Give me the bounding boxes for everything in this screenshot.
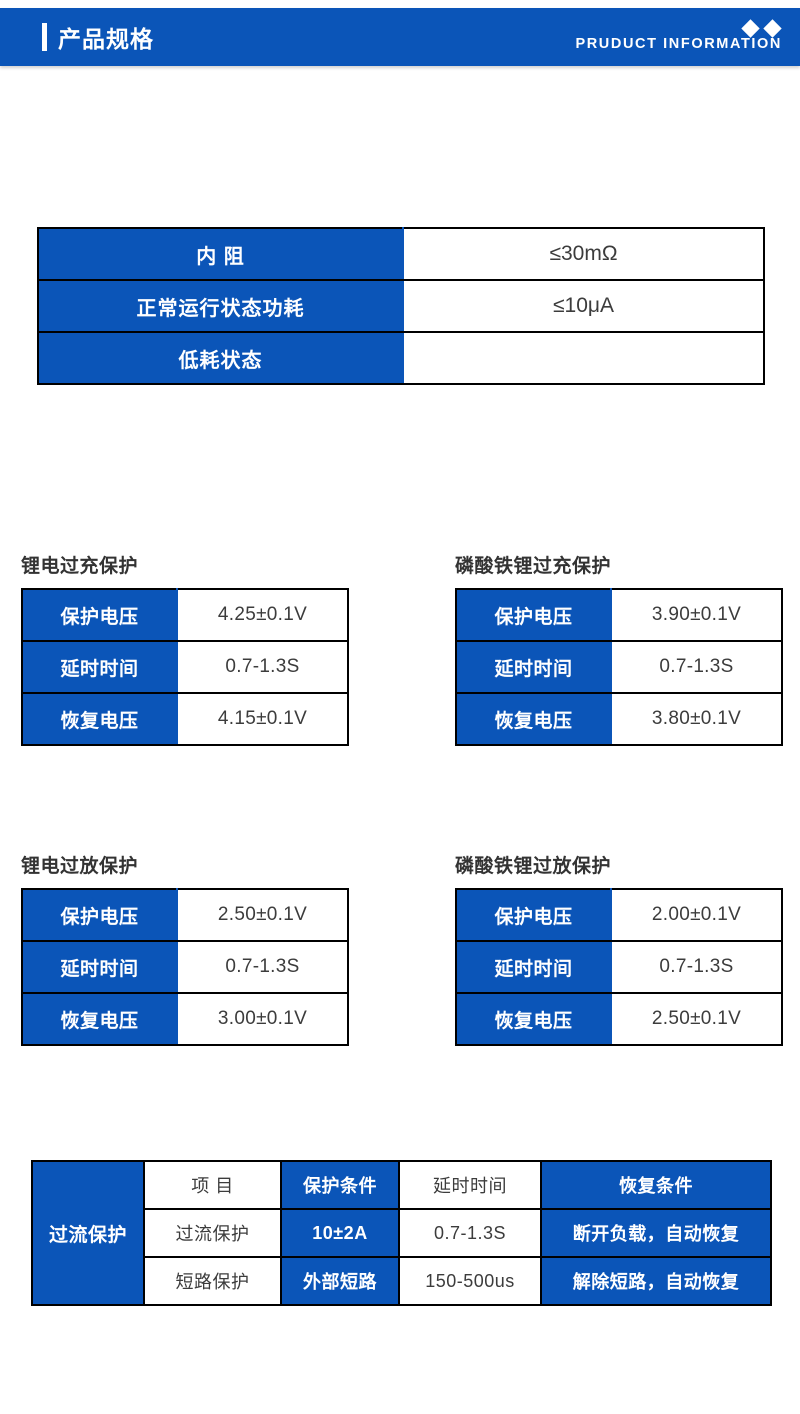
row-label: 恢复电压 xyxy=(21,692,178,746)
page-title: 产品规格 xyxy=(58,26,154,52)
table-row: 保护电压 2.00±0.1V xyxy=(455,888,783,942)
row-label: 保护电压 xyxy=(455,888,612,942)
specs-value: ≤10μA xyxy=(402,279,765,333)
row-label: 延时时间 xyxy=(455,940,612,994)
table-row: 保护电压 3.90±0.1V xyxy=(455,588,783,642)
overcurrent-protection-table: 过流保护 项 目 保护条件 延时时间 恢复条件 过流保护 10±2A 0.7-1… xyxy=(31,1160,772,1306)
column-header-condition: 保护条件 xyxy=(280,1160,400,1210)
table-row: 延时时间 0.7-1.3S xyxy=(21,940,349,994)
table-row: 延时时间 0.7-1.3S xyxy=(455,640,783,694)
cell-delay: 150-500us xyxy=(398,1256,542,1306)
table-row: 内 阻 ≤30mΩ xyxy=(37,227,765,281)
diamond-icon xyxy=(741,19,760,38)
overcharge-lifepo4-table: 保护电压 3.90±0.1V 延时时间 0.7-1.3S 恢复电压 3.80±0… xyxy=(455,588,783,746)
table-row: 恢复电压 3.00±0.1V xyxy=(21,992,349,1046)
row-value: 0.7-1.3S xyxy=(610,640,783,694)
cell-condition: 10±2A xyxy=(280,1208,400,1258)
header-right-group: PRUDUCT INFORMATION xyxy=(575,19,782,52)
row-value: 3.90±0.1V xyxy=(610,588,783,642)
table-row: 低耗状态 xyxy=(37,331,765,385)
specs-label: 低耗状态 xyxy=(37,331,404,385)
row-value: 4.25±0.1V xyxy=(176,588,349,642)
cell-recovery: 解除短路，自动恢复 xyxy=(540,1256,772,1306)
diamond-decoration xyxy=(741,19,782,38)
overcharge-lithium-table: 保护电压 4.25±0.1V 延时时间 0.7-1.3S 恢复电压 4.15±0… xyxy=(21,588,349,746)
table-row: 恢复电压 4.15±0.1V xyxy=(21,692,349,746)
section-title-overcharge-lifepo4: 磷酸铁锂过充保护 xyxy=(455,556,612,577)
cell-recovery: 断开负载，自动恢复 xyxy=(540,1208,772,1258)
column-header-recovery: 恢复条件 xyxy=(540,1160,772,1210)
cell-condition: 外部短路 xyxy=(280,1256,400,1306)
specs-value: ≤30mΩ xyxy=(402,227,765,281)
specs-label: 正常运行状态功耗 xyxy=(37,279,404,333)
row-value: 2.00±0.1V xyxy=(610,888,783,942)
section-title-overdischarge-lithium: 锂电过放保护 xyxy=(21,856,139,877)
header-accent-bar xyxy=(42,23,47,51)
specs-label: 内 阻 xyxy=(37,227,404,281)
table-row: 过流保护 项 目 保护条件 延时时间 恢复条件 xyxy=(31,1160,772,1306)
table-row: 保护电压 4.25±0.1V xyxy=(21,588,349,642)
row-label: 延时时间 xyxy=(21,940,178,994)
row-label: 延时时间 xyxy=(21,640,178,694)
column-header-delay: 延时时间 xyxy=(398,1160,542,1210)
diamond-icon xyxy=(763,19,782,38)
row-value: 0.7-1.3S xyxy=(176,940,349,994)
cell-item: 过流保护 xyxy=(143,1208,282,1258)
row-value: 4.15±0.1V xyxy=(176,692,349,746)
overdischarge-lithium-table: 保护电压 2.50±0.1V 延时时间 0.7-1.3S 恢复电压 3.00±0… xyxy=(21,888,349,1046)
row-value: 3.80±0.1V xyxy=(610,692,783,746)
cell-item: 短路保护 xyxy=(143,1256,282,1306)
row-value: 0.7-1.3S xyxy=(176,640,349,694)
table-row: 延时时间 0.7-1.3S xyxy=(455,940,783,994)
row-label: 保护电压 xyxy=(21,888,178,942)
row-label: 延时时间 xyxy=(455,640,612,694)
row-label: 恢复电压 xyxy=(455,692,612,746)
row-value: 0.7-1.3S xyxy=(610,940,783,994)
column-header-item: 项 目 xyxy=(143,1160,282,1210)
table-row: 短路保护 外部短路 150-500us 解除短路，自动恢复 xyxy=(32,1256,772,1306)
header-subtitle: PRUDUCT INFORMATION xyxy=(575,36,782,52)
row-value: 2.50±0.1V xyxy=(176,888,349,942)
table-row: 恢复电压 2.50±0.1V xyxy=(455,992,783,1046)
row-label: 恢复电压 xyxy=(455,992,612,1046)
row-label: 保护电压 xyxy=(21,588,178,642)
section-title-overdischarge-lifepo4: 磷酸铁锂过放保护 xyxy=(455,856,612,877)
specs-value xyxy=(402,331,765,385)
table-row: 恢复电压 3.80±0.1V xyxy=(455,692,783,746)
overcurrent-row-header: 过流保护 xyxy=(31,1160,145,1306)
table-row: 保护电压 2.50±0.1V xyxy=(21,888,349,942)
table-row: 正常运行状态功耗 ≤10μA xyxy=(37,279,765,333)
overdischarge-lifepo4-table: 保护电压 2.00±0.1V 延时时间 0.7-1.3S 恢复电压 2.50±0… xyxy=(455,888,783,1046)
page-header: 产品规格 PRUDUCT INFORMATION xyxy=(0,8,800,66)
section-title-overcharge-lithium: 锂电过充保护 xyxy=(21,556,139,577)
cell-delay: 0.7-1.3S xyxy=(398,1208,542,1258)
specs-table: 内 阻 ≤30mΩ 正常运行状态功耗 ≤10μA 低耗状态 xyxy=(37,227,765,385)
row-label: 保护电压 xyxy=(455,588,612,642)
table-row: 过流保护 10±2A 0.7-1.3S 断开负载，自动恢复 xyxy=(32,1208,772,1258)
row-value: 2.50±0.1V xyxy=(610,992,783,1046)
table-row: 延时时间 0.7-1.3S xyxy=(21,640,349,694)
row-value: 3.00±0.1V xyxy=(176,992,349,1046)
row-label: 恢复电压 xyxy=(21,992,178,1046)
